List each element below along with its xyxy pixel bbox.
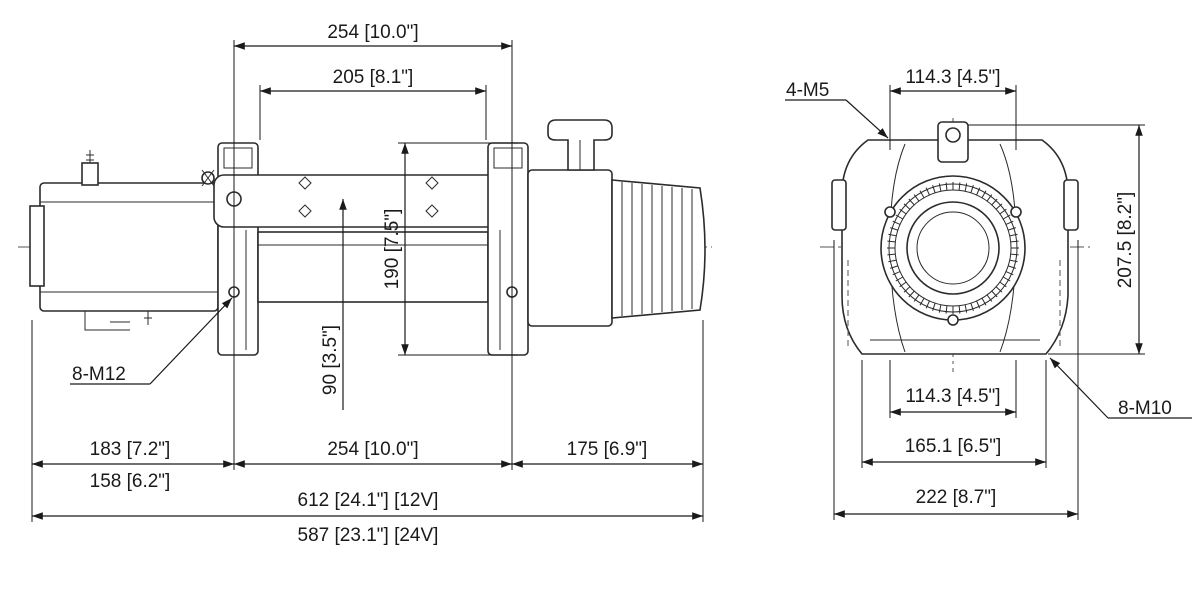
gear-tooth — [981, 190, 987, 199]
gear-tooth — [970, 303, 974, 311]
gear-tooth — [913, 294, 920, 302]
gear-tooth — [1010, 253, 1019, 256]
gear-tooth — [1008, 265, 1016, 269]
dim-left-183: 183 [7.2"] — [90, 439, 171, 460]
gear-tooth — [1002, 276, 1011, 282]
gear-tooth — [1010, 240, 1019, 243]
right-end-bearing — [487, 142, 529, 356]
gear-tooth — [890, 265, 898, 269]
gear-tooth — [958, 305, 961, 314]
gear-tooth — [964, 183, 968, 192]
gear-ring — [880, 175, 1026, 326]
motor — [29, 150, 219, 331]
gear-tooth — [938, 304, 942, 313]
side-view: 254 [10.0"] 205 [8.1"] 190 [7.5"] 90 [3.… — [18, 22, 712, 546]
callout-8-m10: 8-M10 — [1118, 398, 1172, 419]
gear-tooth — [888, 259, 897, 263]
dim-width-222: 222 [8.7"] — [916, 487, 997, 508]
gear-tooth — [999, 281, 1007, 288]
gear-tooth — [899, 208, 907, 215]
gear-tooth — [970, 185, 974, 193]
gear-tooth — [986, 194, 993, 202]
m5-screw — [947, 314, 959, 326]
dim-vertical-190: 190 [7.5"] — [382, 209, 403, 290]
gear-tooth — [976, 300, 981, 309]
top-lug — [937, 121, 969, 163]
m5-screw — [884, 206, 896, 218]
dim-vertical-90: 90 [3.5"] — [320, 325, 341, 395]
gear-tooth — [976, 187, 981, 196]
gear-tooth — [908, 198, 915, 206]
gear-tooth — [981, 297, 987, 306]
tie-bar — [213, 174, 531, 228]
dim-top-outer: 254 [10.0"] — [327, 22, 418, 43]
leader-4-m5 — [845, 99, 889, 139]
gear-tooth — [945, 182, 948, 191]
gear-tooth — [945, 305, 948, 314]
gear-tooth — [1005, 220, 1014, 225]
dim-left-158: 158 [6.2"] — [90, 471, 171, 492]
gear-tooth — [1009, 233, 1018, 237]
gear-tooth — [919, 190, 925, 199]
dim-bottom-114: 114.3 [4.5"] — [905, 386, 1000, 407]
dim-top-inner: 205 [8.1"] — [333, 67, 414, 88]
gear-tooth — [908, 290, 915, 298]
callout-8-m12: 8-M12 — [72, 364, 126, 385]
dim-top-114: 114.3 [4.5"] — [905, 67, 1000, 88]
gear-tooth — [890, 227, 898, 231]
gear-tooth — [888, 233, 897, 237]
gear-tooth — [899, 281, 907, 288]
gear-teeth — [887, 182, 1019, 314]
end-view: 114.3 [4.5"] 207.5 [8.2"] 114.3 [4.5"] 1… — [785, 67, 1192, 520]
gear-tooth — [991, 290, 998, 298]
gearbox-fins — [621, 182, 693, 316]
gear-tooth — [895, 276, 904, 282]
leader-8-m12 — [149, 297, 233, 385]
dim-total-612: 612 [24.1"] [12V] — [298, 490, 439, 511]
dim-total-587: 587 [23.1"] [24V] — [298, 525, 439, 546]
dim-right-175: 175 [6.9"] — [567, 439, 648, 460]
gear-tooth — [887, 253, 896, 256]
gear-tooth — [1002, 214, 1011, 220]
dim-height-207: 207.5 [8.2"] — [1115, 192, 1136, 289]
gear-tooth — [903, 203, 911, 210]
gear-tooth — [986, 294, 993, 302]
drum — [257, 231, 489, 303]
gear-tooth — [964, 304, 968, 313]
gearbox — [527, 119, 706, 327]
dim-bottom-165: 165.1 [6.5"] — [905, 436, 1002, 457]
end-dimensions: 114.3 [4.5"] 207.5 [8.2"] 114.3 [4.5"] 1… — [785, 67, 1192, 520]
gear-tooth — [1005, 271, 1014, 276]
gear-tooth — [887, 240, 896, 243]
side-dimensions: 254 [10.0"] 205 [8.1"] 190 [7.5"] 90 [3.… — [31, 22, 704, 546]
gear-tooth — [932, 303, 936, 311]
gear-tooth — [919, 297, 925, 306]
gear-tooth — [892, 220, 901, 225]
gear-tooth — [999, 208, 1007, 215]
gear-tooth — [913, 194, 920, 202]
gear-tooth — [903, 286, 911, 293]
m5-screw — [1010, 206, 1022, 218]
gear-tooth — [925, 300, 930, 309]
gear-tooth — [938, 183, 942, 192]
gear-tooth — [1009, 259, 1018, 263]
gear-tooth — [995, 203, 1003, 210]
gear-tooth — [932, 185, 936, 193]
gear-tooth — [1008, 227, 1016, 231]
dim-mid-254: 254 [10.0"] — [327, 439, 418, 460]
callout-4-m5: 4-M5 — [786, 80, 829, 101]
gear-tooth — [991, 198, 998, 206]
gear-tooth — [925, 187, 930, 196]
gear-tooth — [892, 271, 901, 276]
gear-tooth — [995, 286, 1003, 293]
gear-tooth — [958, 182, 961, 191]
gear-tooth — [895, 214, 904, 220]
leader-8-m10 — [1049, 357, 1109, 419]
